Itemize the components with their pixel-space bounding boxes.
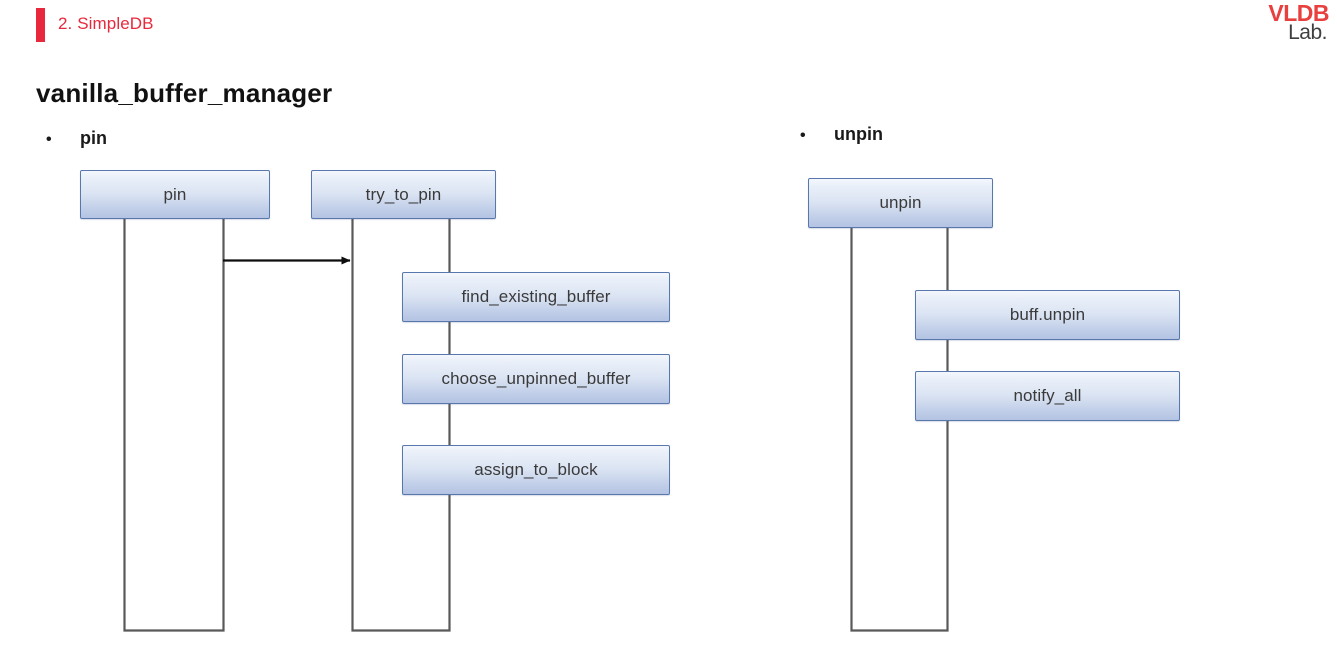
bullet-marker-icon: • <box>46 131 52 148</box>
flow-box-label: notify_all <box>1013 386 1082 405</box>
flow-box-pin[interactable]: pin <box>80 170 270 219</box>
bullet-item-unpin: • unpin <box>800 124 883 145</box>
flow-box-label: assign_to_block <box>474 460 598 479</box>
flow-box-label: buff.unpin <box>1009 305 1086 324</box>
bullet-label-pin: pin <box>80 128 107 148</box>
lifeline-pin <box>123 219 225 632</box>
flow-box-find-existing-buffer[interactable]: find_existing_buffer <box>402 272 670 322</box>
logo-secondary-text: Lab. <box>1288 21 1327 44</box>
flow-box-label: pin <box>163 184 187 204</box>
slide-header: 2. SimpleDB <box>0 0 1337 60</box>
bullet-label-unpin: unpin <box>834 124 883 144</box>
vldb-lab-logo: VLDB Lab. <box>1268 0 1329 44</box>
flow-box-label: try_to_pin <box>365 184 442 204</box>
header-accent-bar <box>36 8 45 42</box>
flow-box-buff-unpin[interactable]: buff.unpin <box>915 290 1180 340</box>
page-title: vanilla_buffer_manager <box>36 78 333 108</box>
bullet-marker-icon: • <box>800 127 806 144</box>
flow-box-try-to-pin[interactable]: try_to_pin <box>311 170 496 219</box>
flow-box-notify-all[interactable]: notify_all <box>915 371 1180 421</box>
logo-primary-text: VLDB <box>1268 0 1329 26</box>
bullet-item-pin: • pin <box>46 128 107 149</box>
flow-box-label: find_existing_buffer <box>461 287 611 306</box>
lifeline-unpin <box>850 228 949 632</box>
flow-box-choose-unpinned-buffer[interactable]: choose_unpinned_buffer <box>402 354 670 404</box>
header-section-label: 2. SimpleDB <box>58 14 154 33</box>
flow-box-label: unpin <box>879 193 922 212</box>
flow-box-unpin[interactable]: unpin <box>808 178 993 228</box>
flow-box-assign-to-block[interactable]: assign_to_block <box>402 445 670 495</box>
flow-box-label: choose_unpinned_buffer <box>441 369 631 388</box>
